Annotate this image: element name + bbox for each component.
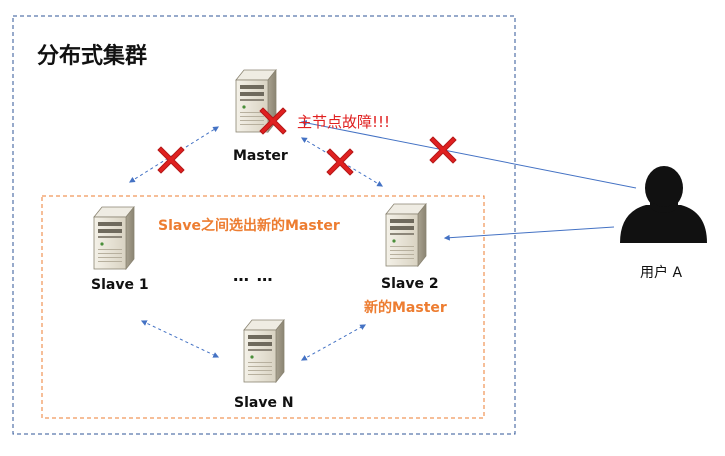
user-label: 用户 A <box>640 265 683 281</box>
cluster-title: 分布式集群 <box>37 44 148 69</box>
slave-group-border <box>41 195 485 419</box>
master-label: Master <box>233 148 288 164</box>
slave1-server-icon <box>93 206 135 270</box>
link-slaveN-slave2 <box>300 324 367 361</box>
user-request-to-master <box>300 119 637 189</box>
new-master-note: 新的Master <box>364 300 447 316</box>
link-broken-cross-icon <box>157 146 185 174</box>
user-avatar-icon <box>620 166 707 243</box>
slave2-label: Slave 2 <box>381 276 439 292</box>
request-failed-cross-icon <box>429 136 457 164</box>
cluster-border <box>12 15 516 435</box>
slave1-label: Slave 1 <box>91 277 149 293</box>
master-fault-note: 主节点故障!!! <box>297 113 391 131</box>
slaveN-server-icon <box>243 319 285 383</box>
link-master-slave1 <box>128 126 220 183</box>
user-request-to-new-master <box>443 226 615 241</box>
slaveN-label: Slave N <box>234 395 294 411</box>
election-note: Slave之间选出新的Master <box>158 218 340 234</box>
link-slave1-slaveN <box>140 320 220 358</box>
ellipsis-more-slaves: … … <box>233 266 274 285</box>
slave2-server-icon <box>385 203 427 267</box>
link-broken-cross-icon <box>326 148 354 176</box>
